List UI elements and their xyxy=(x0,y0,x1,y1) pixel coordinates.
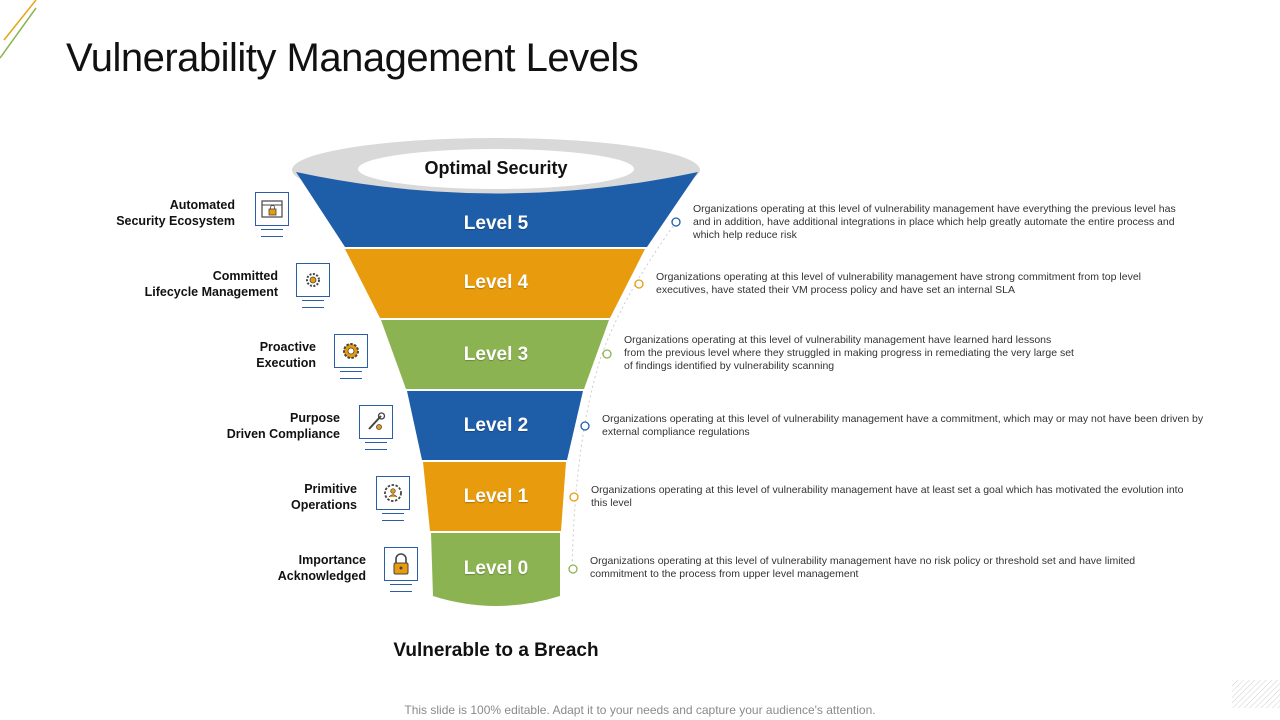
icon-underline xyxy=(261,229,283,237)
icon-underline xyxy=(365,442,387,450)
corner-decoration xyxy=(0,0,37,59)
level-0-description: Organizations operating at this level of… xyxy=(590,555,1136,580)
level-label-2: Level 2 xyxy=(463,415,529,436)
icon-underline xyxy=(382,513,404,521)
connector-dot-level-1 xyxy=(569,492,579,502)
level-label-5: Level 5 xyxy=(463,213,529,234)
connector-dot-level-2 xyxy=(580,421,590,431)
level-3-description: Organizations operating at this level of… xyxy=(624,334,1074,372)
page-title: Vulnerability Management Levels xyxy=(66,36,639,80)
funnel-band-level-3 xyxy=(381,320,609,389)
funnel-band-level-4 xyxy=(345,249,645,318)
connector-dot-level-4 xyxy=(634,279,644,289)
funnel-band-level-5 xyxy=(296,172,698,247)
level-label-4: Level 4 xyxy=(463,272,529,293)
icon-underline xyxy=(302,300,324,308)
funnel-band-level-2 xyxy=(407,391,583,460)
corner-hatch-decoration xyxy=(1232,680,1280,708)
footer-note: This slide is 100% editable. Adapt it to… xyxy=(404,703,876,717)
connector-dot-level-0 xyxy=(568,564,578,574)
gears-icon xyxy=(296,263,330,297)
gear-person-icon xyxy=(376,476,410,510)
funnel-band-level-1 xyxy=(423,462,566,531)
funnel-top-label: Optimal Security xyxy=(424,158,568,178)
icon-underline xyxy=(340,371,362,379)
level-label-0: Level 0 xyxy=(463,558,529,579)
funnel-opening xyxy=(358,149,634,189)
level-label-1: Level 1 xyxy=(463,486,529,507)
level-1-description: Organizations operating at this level of… xyxy=(591,484,1184,509)
connector-dot-level-3 xyxy=(602,349,612,359)
funnel-bottom-label: Vulnerable to a Breach xyxy=(393,640,599,661)
browser-lock-icon xyxy=(255,192,289,226)
level-2-description: Organizations operating at this level of… xyxy=(602,413,1204,438)
gear-icon xyxy=(334,334,368,368)
level-4-description: Organizations operating at this level of… xyxy=(656,271,1141,296)
connector-dot-level-5 xyxy=(671,217,681,227)
funnel-band-level-0 xyxy=(431,533,560,606)
level-5-description: Organizations operating at this level of… xyxy=(693,203,1176,241)
padlock-icon xyxy=(384,547,418,581)
icon-underline xyxy=(390,584,412,592)
level-label-3: Level 3 xyxy=(463,344,529,365)
wrench-icon xyxy=(359,405,393,439)
